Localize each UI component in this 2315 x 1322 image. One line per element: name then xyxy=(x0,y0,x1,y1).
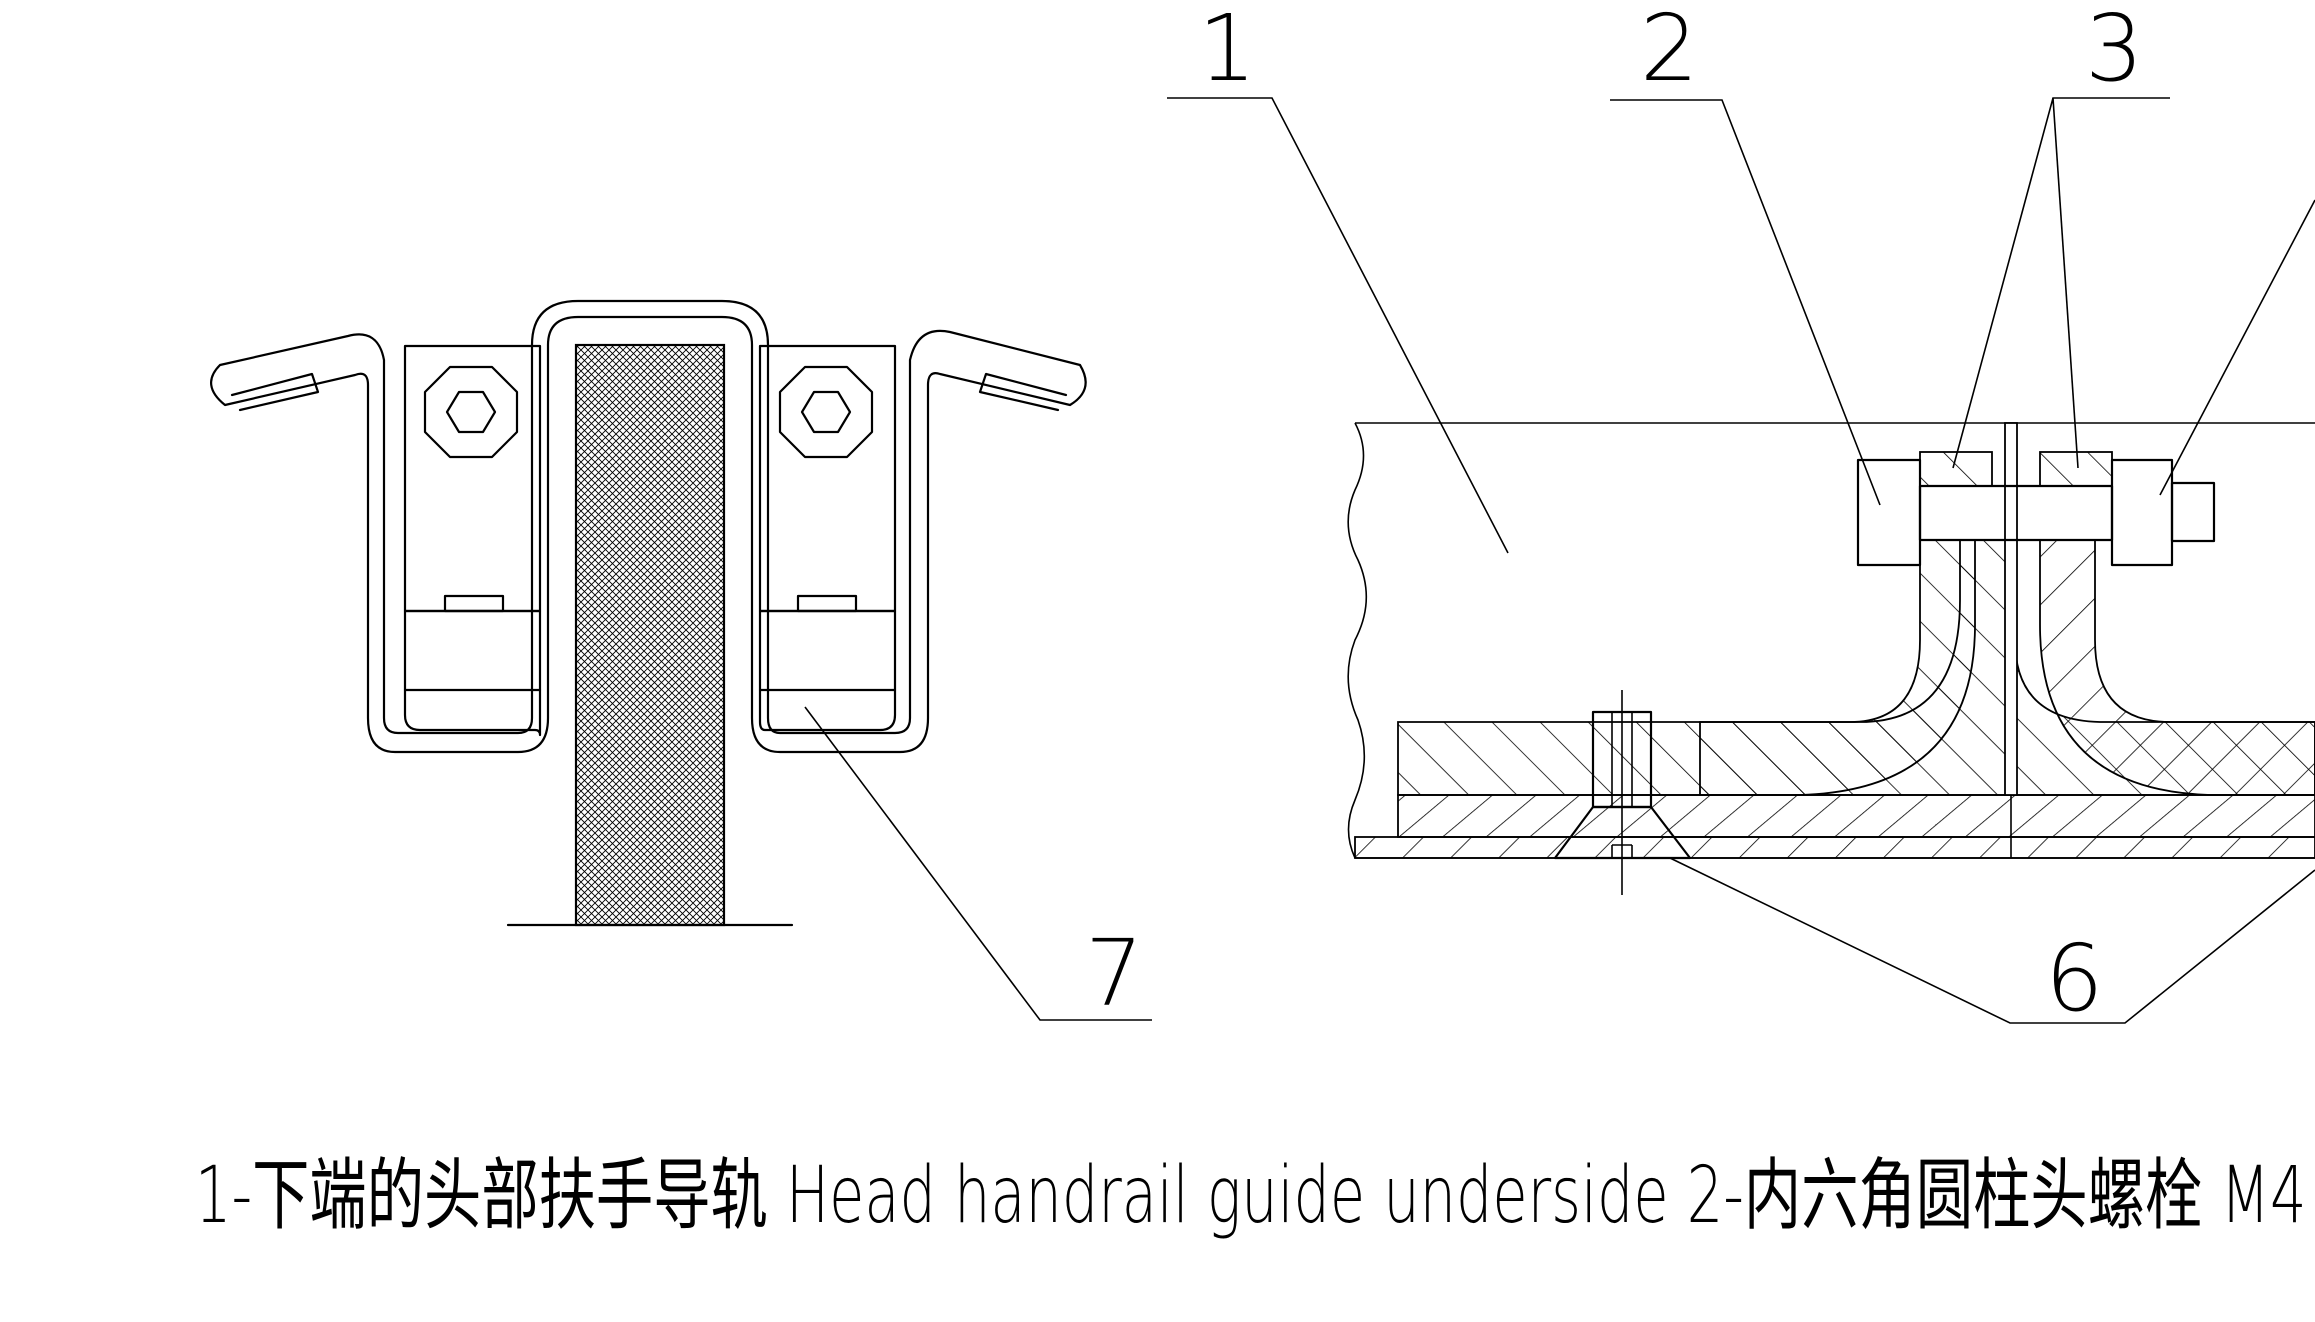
nut-4 xyxy=(2110,458,2174,567)
leader-1 xyxy=(1167,97,1509,554)
label-6: 6 xyxy=(2045,925,2104,1032)
left-section-view xyxy=(210,299,1152,1021)
leader-3 xyxy=(1952,97,2170,469)
left-slider-block xyxy=(403,344,542,613)
bolt-2-head xyxy=(1856,458,1922,567)
handrail-core xyxy=(574,343,726,927)
flange-lower xyxy=(1397,794,2315,838)
label-2: 2 xyxy=(1640,0,1699,102)
right-slider-block xyxy=(758,344,897,613)
leader-2 xyxy=(1610,99,1881,506)
label-1: 1 xyxy=(1198,0,1257,102)
right-section-view xyxy=(1167,97,2315,1024)
drawing-caption: 1-下端的头部扶手导轨 Head handrail guide undersid… xyxy=(195,1151,2315,1241)
guide-profile-outer xyxy=(210,299,1087,754)
leader-6 xyxy=(1669,857,2315,1024)
label-7: 7 xyxy=(1085,920,1144,1027)
leader-4 xyxy=(2159,199,2315,496)
leader-7 xyxy=(804,706,1152,1021)
label-3: 3 xyxy=(2085,0,2144,102)
